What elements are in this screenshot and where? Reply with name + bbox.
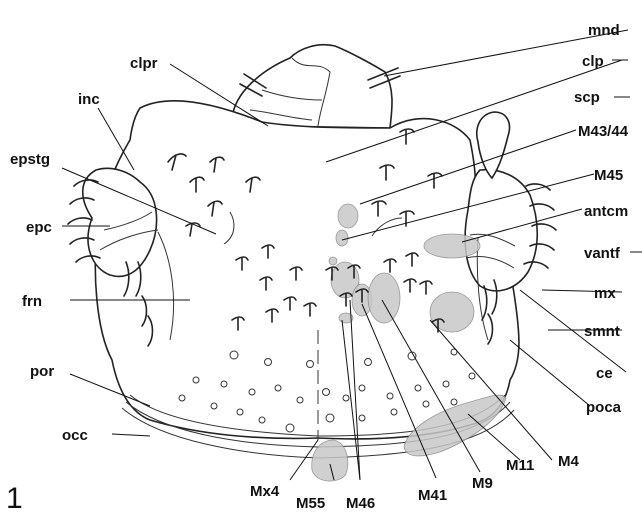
muscle-area-m4 bbox=[430, 292, 474, 332]
label-poca: poca bbox=[586, 399, 622, 416]
label-vantf: vantf bbox=[584, 245, 621, 262]
label-m55: M55 bbox=[296, 495, 325, 512]
label-epstg: epstg bbox=[10, 151, 50, 168]
label-mx4: Mx4 bbox=[250, 483, 280, 500]
label-smnt: smnt bbox=[584, 323, 620, 340]
label-antcm: antcm bbox=[584, 203, 628, 220]
head-capsule-outline bbox=[95, 101, 519, 439]
label-por: por bbox=[30, 363, 54, 380]
label-m41: M41 bbox=[418, 487, 447, 504]
muscle-area-m55 bbox=[312, 440, 348, 481]
label-m43-44: M43/44 bbox=[578, 123, 629, 140]
label-m9: M9 bbox=[472, 475, 493, 492]
muscle-area-m9 bbox=[368, 273, 400, 323]
label-m45: M45 bbox=[594, 167, 623, 184]
label-m4: M4 bbox=[558, 453, 579, 470]
muscle-area-antcm bbox=[424, 234, 480, 258]
label-mx: mx bbox=[594, 285, 616, 302]
right-antenna-lobe bbox=[465, 170, 537, 291]
label-frn: frn bbox=[22, 293, 42, 310]
right-ear-process bbox=[477, 112, 510, 178]
muscle-area-m43-44 bbox=[338, 204, 358, 228]
label-clp: clp bbox=[582, 53, 604, 70]
label-m11: M11 bbox=[506, 457, 534, 474]
label-inc: inc bbox=[78, 91, 100, 108]
label-ce: ce bbox=[596, 365, 613, 382]
label-m46: M46 bbox=[346, 495, 375, 512]
muscle-area-m45 bbox=[336, 230, 348, 246]
label-mnd: mnd bbox=[588, 22, 620, 39]
label-epc: epc bbox=[26, 219, 52, 236]
labrum-shape bbox=[232, 45, 392, 128]
label-scp: scp bbox=[574, 89, 600, 106]
figure-number: 1 bbox=[6, 482, 23, 515]
muscle-area-small bbox=[329, 257, 337, 265]
label-occ: occ bbox=[62, 427, 88, 444]
label-clpr: clpr bbox=[130, 55, 158, 72]
